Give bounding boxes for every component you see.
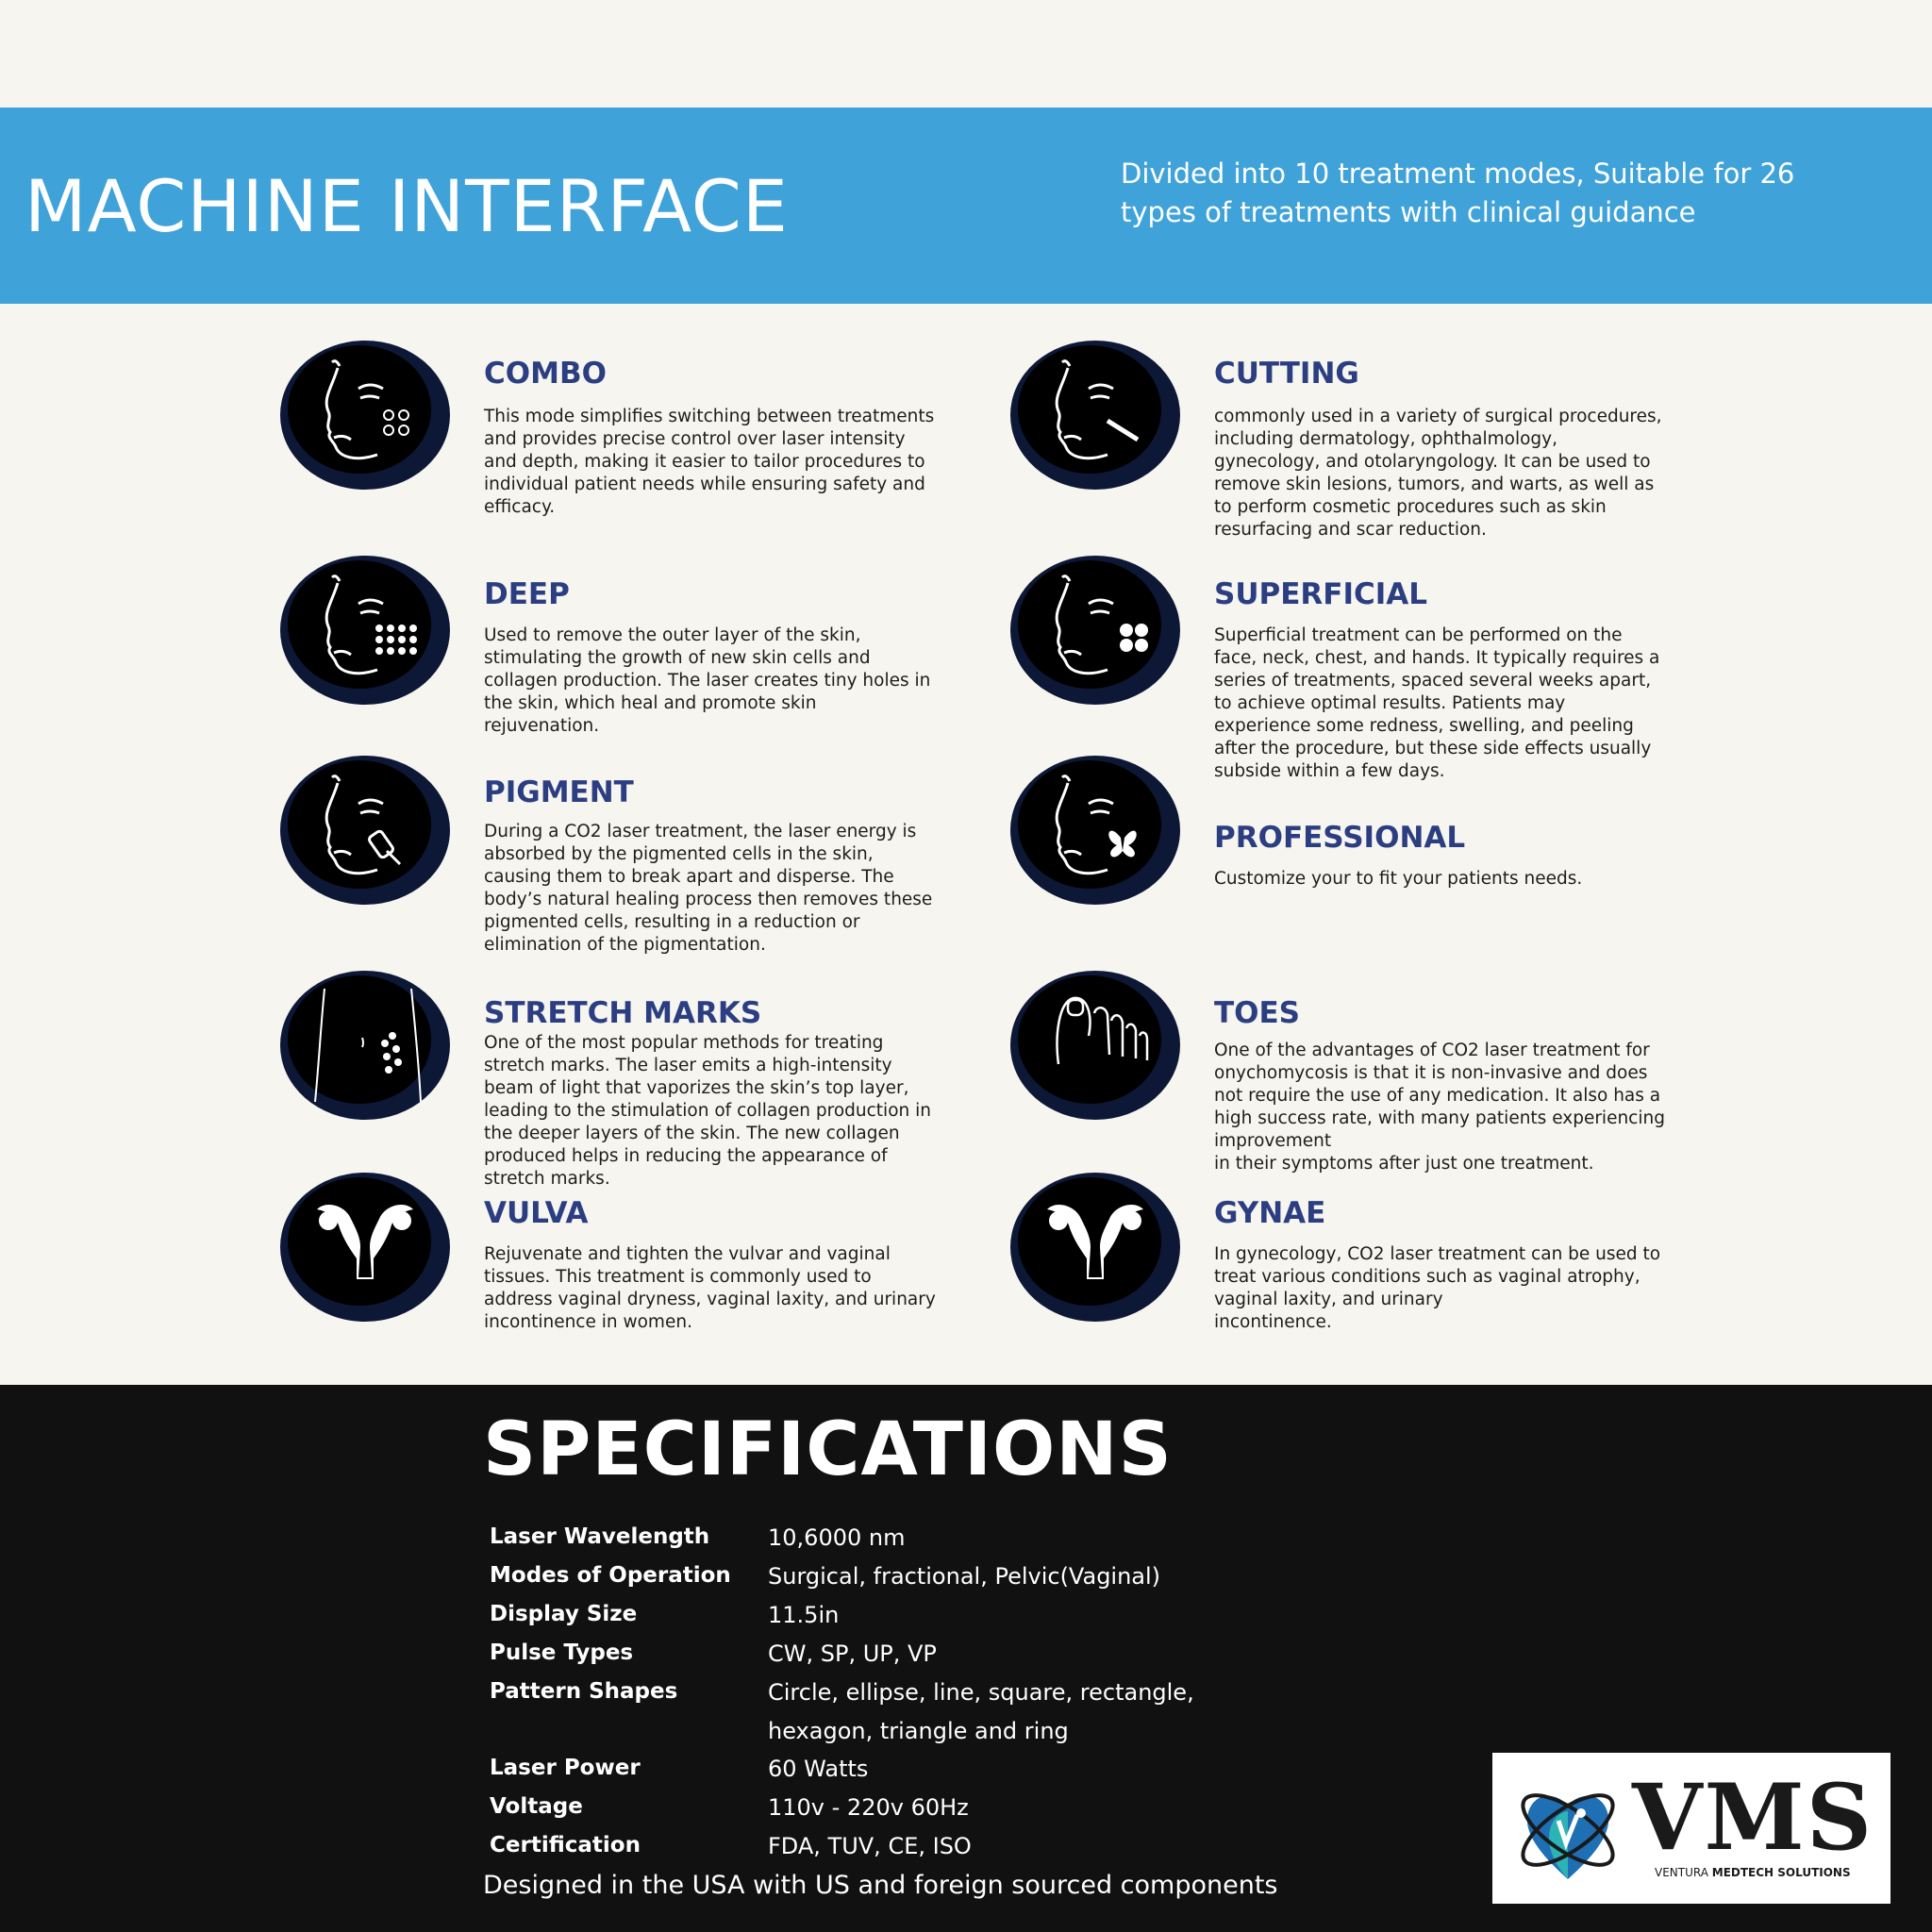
- sourcing-note: Designed in the USA with US and foreign …: [483, 1871, 1278, 1900]
- face-pigment-icon: [279, 755, 451, 906]
- spec-value: 10,6000 nm: [768, 1524, 906, 1551]
- face-butterfly-icon: [1009, 755, 1181, 906]
- mode-title: PIGMENT: [484, 775, 634, 809]
- mode-deep: DEEP Used to remove the outer layer of t…: [279, 555, 1034, 743]
- spec-value: CW, SP, UP, VP: [768, 1641, 937, 1667]
- abdomen-icon: [279, 970, 451, 1121]
- vms-emblem-icon: [1521, 1793, 1615, 1879]
- mode-title: DEEP: [484, 577, 570, 611]
- mode-description: Rejuvenate and tighten the vulvar and va…: [484, 1244, 936, 1332]
- spec-row-modes: Modes of Operation Surgical, fractional,…: [490, 1563, 1339, 1601]
- spec-row-voltage: Voltage 110v - 220v 60Hz: [490, 1794, 1339, 1832]
- mode-vulva: VULVA Rejuvenate and tighten the vulvar …: [279, 1172, 1034, 1360]
- spec-value: 11.5in: [768, 1602, 840, 1628]
- mode-pigment: PIGMENT During a CO2 laser treatment, th…: [279, 755, 1034, 955]
- mode-description: In gynecology, CO2 laser treatment can b…: [1214, 1244, 1661, 1332]
- mode-title: VULVA: [484, 1196, 589, 1230]
- mode-description: commonly used in a variety of surgical p…: [1214, 407, 1662, 540]
- logo-tagline-bold: MEDTECH SOLUTIONS: [1711, 1866, 1851, 1879]
- spec-label: Laser Wavelength: [490, 1524, 710, 1549]
- face-deep-icon: [279, 555, 451, 706]
- spec-label: Laser Power: [490, 1756, 641, 1780]
- spec-row-display-size: Display Size 11.5in: [490, 1602, 1339, 1640]
- mode-stretch-marks: STRETCH MARKS One of the most popular me…: [279, 970, 1034, 1189]
- logo-tagline: VENTURA MEDTECH SOLUTIONS: [1655, 1866, 1851, 1879]
- spec-label: Display Size: [490, 1602, 638, 1626]
- face-combo-icon: [279, 340, 451, 491]
- mode-title: SUPERFICIAL: [1214, 577, 1428, 611]
- face-cutting-icon: [1009, 340, 1181, 491]
- face-superficial-icon: [1009, 555, 1181, 706]
- spec-row-laser-power: Laser Power 60 Watts: [490, 1756, 1339, 1793]
- header-banner: MACHINE INTERFACE Divided into 10 treatm…: [0, 108, 1932, 304]
- mode-title: CUTTING: [1214, 357, 1359, 391]
- vms-logo[interactable]: VMS VENTURA MEDTECH SOLUTIONS: [1492, 1753, 1890, 1904]
- mode-toes: TOES One of the advantages of CO2 laser …: [1009, 970, 1764, 1174]
- spec-value: 110v - 220v 60Hz: [768, 1794, 969, 1821]
- spec-label: Modes of Operation: [490, 1563, 731, 1588]
- mode-title: TOES: [1214, 996, 1301, 1030]
- uterus-icon: [1009, 1172, 1181, 1323]
- page-subtitle: Divided into 10 treatment modes, Suitabl…: [1121, 158, 1795, 228]
- mode-superficial: SUPERFICIAL Superficial treatment can be…: [1009, 555, 1764, 781]
- logo-wordmark: VMS: [1632, 1764, 1874, 1871]
- specs-title: SPECIFICATIONS: [483, 1407, 1173, 1492]
- spec-row-pulse-types: Pulse Types CW, SP, UP, VP: [490, 1641, 1339, 1678]
- mode-title: COMBO: [484, 357, 607, 391]
- spec-label: Pattern Shapes: [490, 1679, 678, 1704]
- spec-label: Certification: [490, 1833, 641, 1857]
- mode-gynae: GYNAE In gynecology, CO2 laser treatment…: [1009, 1172, 1764, 1360]
- page-title: MACHINE INTERFACE: [25, 164, 789, 248]
- mode-description: Used to remove the outer layer of the sk…: [484, 625, 931, 736]
- spec-row-certification: Certification FDA, TUV, CE, ISO: [490, 1833, 1339, 1871]
- spec-value: FDA, TUV, CE, ISO: [768, 1833, 972, 1859]
- spec-row-pattern-shapes: Pattern Shapes Circle, ellipse, line, sq…: [490, 1679, 1339, 1755]
- mode-professional: PROFESSIONAL Customize your to fit your …: [1009, 755, 1764, 943]
- uterus-icon: [279, 1172, 451, 1323]
- foot-icon: [1009, 970, 1181, 1121]
- mode-description: During a CO2 laser treatment, the laser …: [484, 822, 933, 955]
- spec-label: Voltage: [490, 1794, 583, 1819]
- spec-value: Circle, ellipse, line, square, rectangle…: [768, 1679, 1194, 1744]
- mode-description: Customize your to fit your patients need…: [1214, 869, 1583, 889]
- mode-description: One of the most popular methods for trea…: [484, 1033, 931, 1189]
- mode-title: PROFESSIONAL: [1214, 821, 1466, 855]
- mode-description: Superficial treatment can be performed o…: [1214, 625, 1660, 781]
- mode-title: STRETCH MARKS: [484, 996, 762, 1030]
- mode-cutting: CUTTING commonly used in a variety of su…: [1009, 340, 1764, 540]
- logo-tagline-start: VENTURA: [1655, 1866, 1712, 1879]
- spec-label: Pulse Types: [490, 1641, 634, 1665]
- spec-row-laser-wavelength: Laser Wavelength 10,6000 nm: [490, 1524, 1339, 1562]
- mode-description: One of the advantages of CO2 laser treat…: [1214, 1041, 1665, 1174]
- spec-value: Surgical, fractional, Pelvic(Vaginal): [768, 1563, 1161, 1590]
- mode-title: GYNAE: [1214, 1196, 1326, 1230]
- mode-combo: COMBO This mode simplifies switching bet…: [279, 340, 1034, 528]
- mode-description: This mode simplifies switching between t…: [484, 407, 935, 517]
- spec-value: 60 Watts: [768, 1756, 869, 1782]
